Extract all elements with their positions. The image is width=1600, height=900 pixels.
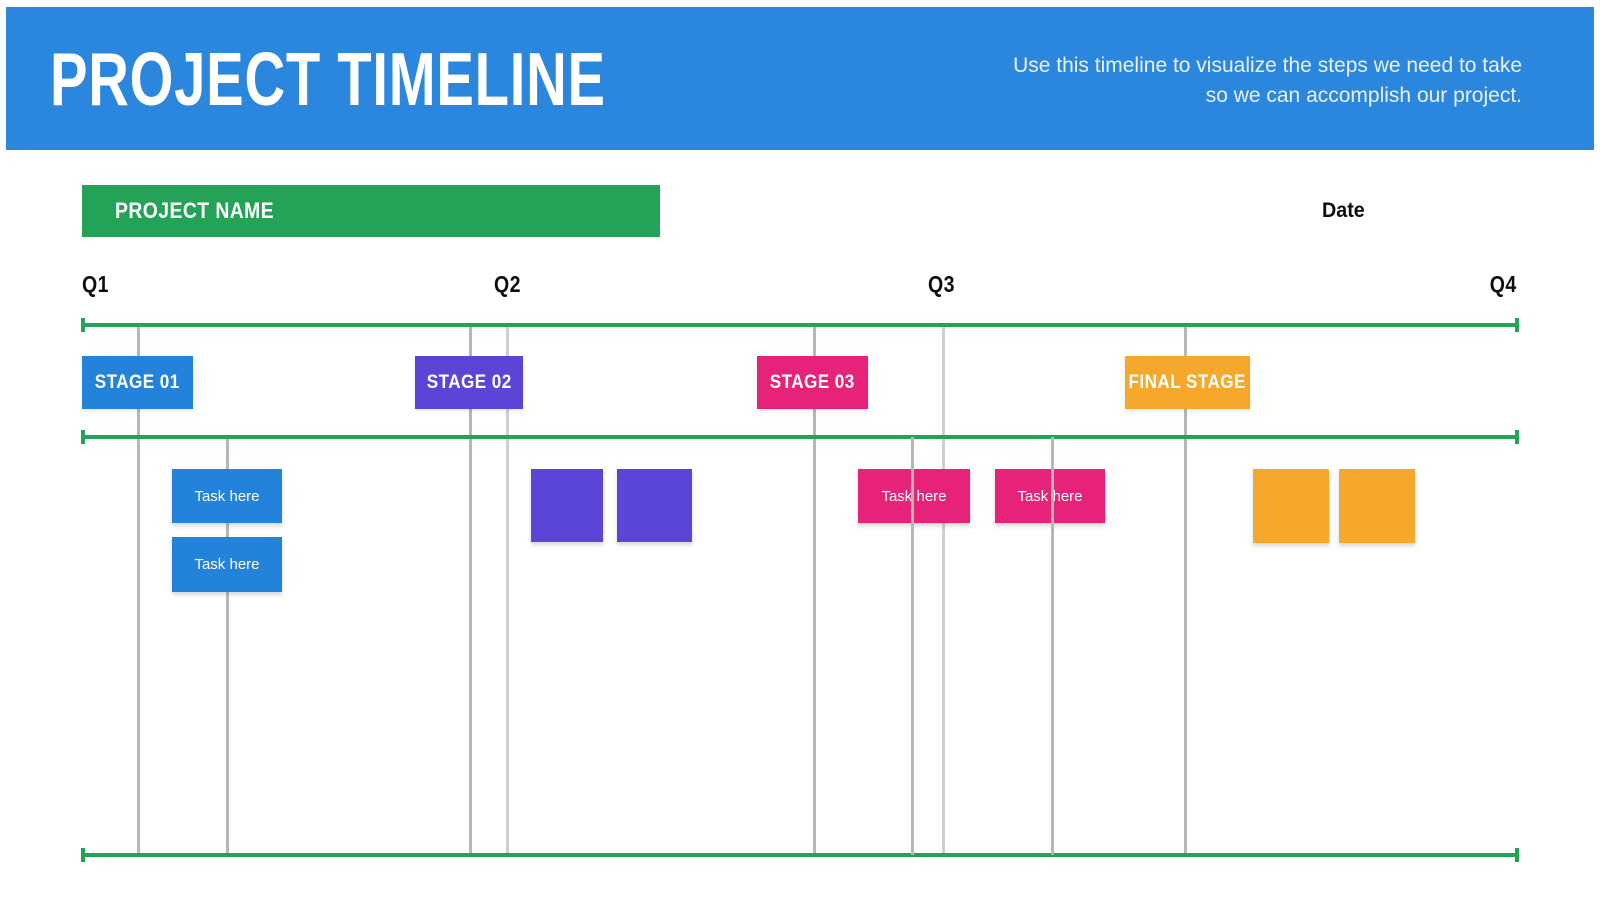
- quarter-label-q3: Q3: [928, 271, 955, 297]
- gridline: [469, 325, 472, 855]
- header-subtitle: Use this timeline to visualize the steps…: [1013, 51, 1522, 111]
- quarter-label-q4: Q4: [1490, 271, 1517, 297]
- task-label: Task here: [194, 487, 260, 505]
- gridline: [813, 325, 816, 855]
- quarter-label-q2: Q2: [494, 271, 521, 297]
- gridline: [137, 325, 140, 855]
- project-name-label: PROJECT NAME: [115, 198, 275, 223]
- gridline: [1051, 437, 1054, 855]
- header-band: PROJECT TIMELINE Use this timeline to vi…: [6, 7, 1594, 150]
- gridline: [911, 437, 914, 855]
- final-stage-label: FINAL STAGE: [1128, 371, 1247, 393]
- gridline: [506, 325, 509, 855]
- task-box-final-a[interactable]: [1253, 469, 1329, 543]
- task-box-stage3-b[interactable]: Task here: [995, 469, 1105, 523]
- stage-01-box[interactable]: STAGE 01: [82, 356, 193, 409]
- timeline-rule-top: [81, 318, 1519, 332]
- header-subtitle-line1: Use this timeline to visualize the steps…: [1013, 54, 1522, 77]
- project-name-bar[interactable]: PROJECT NAME: [82, 185, 660, 237]
- gridline: [1184, 325, 1187, 855]
- task-box-stage1-a[interactable]: Task here: [172, 469, 282, 523]
- task-box-stage2-a[interactable]: [531, 469, 603, 542]
- task-box-stage3-a[interactable]: Task here: [858, 469, 970, 523]
- stage-02-label: STAGE 02: [426, 371, 512, 393]
- stage-03-box[interactable]: STAGE 03: [757, 356, 868, 409]
- task-box-final-b[interactable]: [1339, 469, 1415, 543]
- final-stage-box[interactable]: FINAL STAGE: [1125, 356, 1250, 409]
- date-label[interactable]: Date: [1322, 199, 1365, 222]
- task-box-stage2-b[interactable]: [617, 469, 692, 542]
- task-label: Task here: [194, 556, 260, 573]
- gridline: [942, 325, 945, 855]
- task-box-stage1-b[interactable]: Task here: [172, 537, 282, 592]
- header-subtitle-line2: so we can accomplish our project.: [1205, 84, 1522, 107]
- stage-01-label: STAGE 01: [94, 371, 181, 393]
- timeline-rule-bottom: [81, 848, 1519, 862]
- stage-02-box[interactable]: STAGE 02: [415, 356, 523, 409]
- page-title: PROJECT TIMELINE: [50, 37, 606, 121]
- stage-03-label: STAGE 03: [769, 371, 856, 393]
- timeline-rule-middle: [81, 430, 1519, 444]
- quarter-label-q1: Q1: [82, 271, 109, 297]
- task-label: Task here: [1017, 487, 1083, 505]
- gridline: [226, 437, 229, 855]
